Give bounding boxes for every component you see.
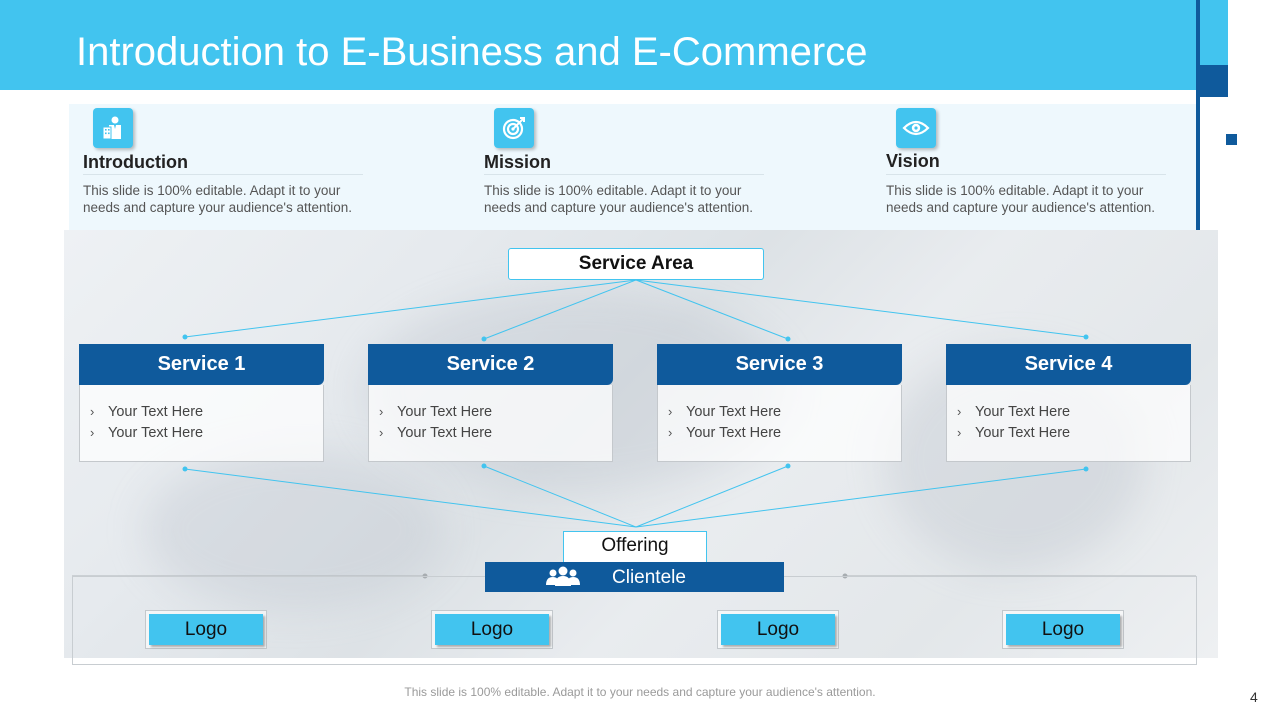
vision-text: This slide is 100% editable. Adapt it to… [886, 183, 1156, 215]
service-item-text: Your Text Here [975, 425, 1071, 441]
logo-placeholder: Logo [145, 610, 267, 649]
service-list-item: › Your Text Here [379, 425, 492, 441]
service-list-item: › Your Text Here [90, 425, 203, 441]
service-item-text: Your Text Here [108, 425, 204, 441]
service-list-item: › Your Text Here [379, 404, 492, 420]
service-item-text: Your Text Here [975, 404, 1071, 420]
logo-label: Logo [721, 614, 835, 645]
service-body: › Your Text Here › Your Text Here [657, 385, 902, 462]
offering-box: Offering [563, 531, 707, 565]
logo-label: Logo [149, 614, 263, 645]
service-title: Service 2 [368, 344, 613, 385]
clientele-bar: Clientele [485, 562, 784, 592]
chevron-right-icon: › [668, 404, 673, 419]
service-list-item: › Your Text Here [668, 404, 781, 420]
service-body: › Your Text Here › Your Text Here [368, 385, 613, 462]
logo-placeholder: Logo [717, 610, 839, 649]
chevron-right-icon: › [379, 425, 384, 440]
chevron-right-icon: › [957, 425, 962, 440]
service-item-text: Your Text Here [686, 404, 782, 420]
logo-label: Logo [1006, 614, 1120, 645]
intro-column-vision: Vision This slide is 100% editable. Adap… [872, 104, 1166, 230]
chevron-right-icon: › [90, 425, 95, 440]
logo-placeholder: Logo [1002, 610, 1124, 649]
chevron-right-icon: › [957, 404, 962, 419]
eye-icon [896, 108, 936, 148]
service-item-text: Your Text Here [397, 404, 493, 420]
logo-placeholder: Logo [431, 610, 553, 649]
decor-accent-strip [1200, 0, 1228, 65]
business-person-icon [93, 108, 133, 148]
service-item-text: Your Text Here [686, 425, 782, 441]
header-bar [0, 0, 1196, 90]
mission-divider [484, 174, 764, 175]
service-title: Service 3 [657, 344, 902, 385]
service-card: Service 2 › Your Text Here › Your Text Her… [368, 344, 613, 462]
intro-column-introduction: Introduction This slide is 100% editable… [69, 104, 363, 230]
service-body: › Your Text Here › Your Text Here [79, 385, 324, 462]
group-icon [545, 565, 581, 593]
chevron-right-icon: › [668, 425, 673, 440]
intro-text: This slide is 100% editable. Adapt it to… [83, 183, 353, 215]
service-title: Service 1 [79, 344, 324, 385]
slide-title: Introduction to E-Business and E-Commerc… [76, 30, 868, 74]
logo-label: Logo [435, 614, 549, 645]
service-list-item: › Your Text Here [957, 404, 1070, 420]
intro-panel: Introduction This slide is 100% editable… [69, 104, 1196, 230]
vision-divider [886, 174, 1166, 175]
mission-text: This slide is 100% editable. Adapt it to… [484, 183, 754, 215]
service-item-text: Your Text Here [397, 425, 493, 441]
vision-heading: Vision [886, 151, 940, 171]
service-item-text: Your Text Here [108, 404, 204, 420]
decor-accent-square [1226, 134, 1237, 145]
decor-vertical-line [1196, 0, 1200, 230]
footer-note: This slide is 100% editable. Adapt it to… [404, 685, 876, 699]
intro-divider [83, 174, 363, 175]
service-area-box: Service Area [508, 248, 764, 280]
service-list-item: › Your Text Here [90, 404, 203, 420]
intro-column-mission: Mission This slide is 100% editable. Ada… [470, 104, 764, 230]
mission-heading: Mission [484, 152, 552, 172]
service-card: Service 4 › Your Text Here › Your Text Her… [946, 344, 1191, 462]
target-icon [494, 108, 534, 148]
decor-accent-block [1200, 65, 1228, 97]
chevron-right-icon: › [379, 404, 384, 419]
intro-heading: Introduction [83, 152, 188, 172]
service-title: Service 4 [946, 344, 1191, 385]
clientele-label: Clientele [612, 567, 686, 588]
service-list-item: › Your Text Here [668, 425, 781, 441]
chevron-right-icon: › [90, 404, 95, 419]
service-card: Service 1 › Your Text Here › Your Text Her… [79, 344, 324, 462]
service-body: › Your Text Here › Your Text Here [946, 385, 1191, 462]
service-card: Service 3 › Your Text Here › Your Text Her… [657, 344, 902, 462]
page-number: 4 [1250, 689, 1258, 705]
service-list-item: › Your Text Here [957, 425, 1070, 441]
